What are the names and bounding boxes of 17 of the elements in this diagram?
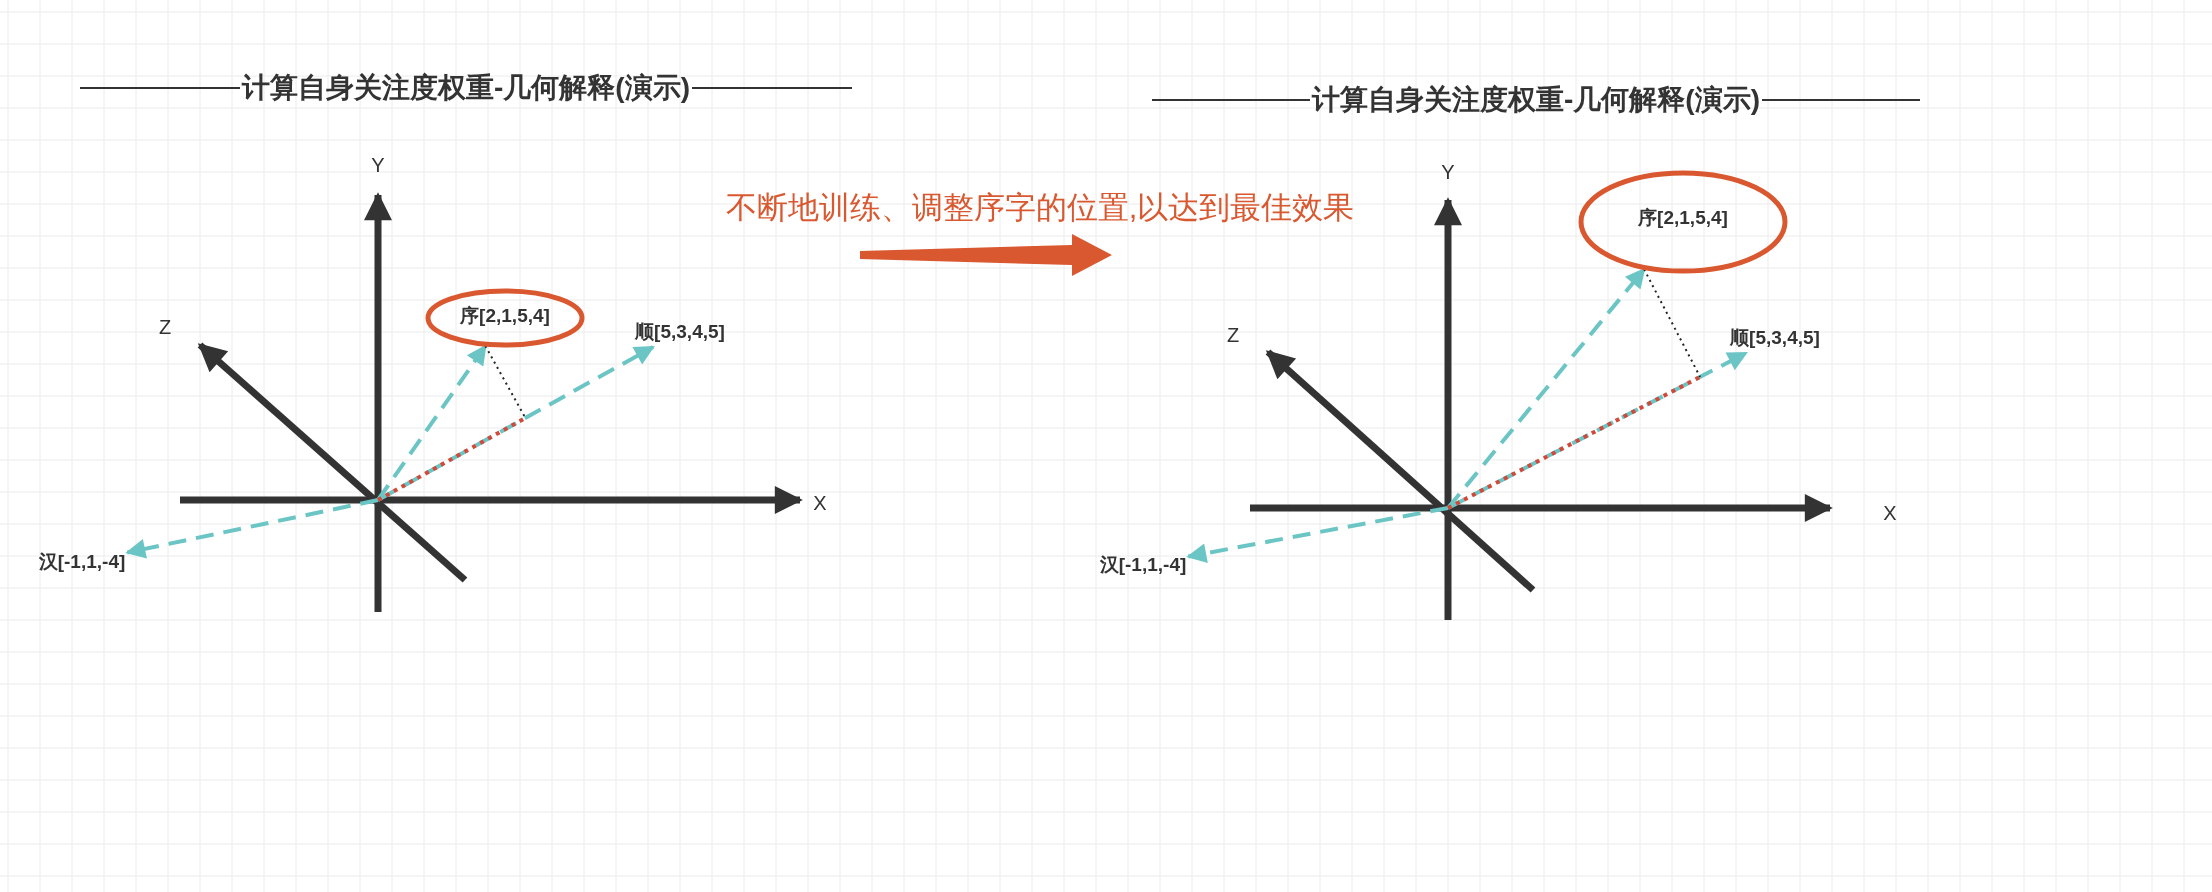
vector-label: 顺[5,3,4,5] — [633, 317, 727, 347]
vector-arrow — [1186, 506, 1449, 564]
axis-label: X — [1883, 501, 1897, 525]
vector-label: 序[2,1,5,4] — [460, 303, 550, 328]
axis-label: Y — [371, 153, 385, 177]
vector-label: 汉[-1,1,-4] — [36, 547, 128, 577]
vector-label: 顺[5,3,4,5] — [1728, 323, 1822, 353]
axis-label: X — [813, 491, 827, 515]
vector-label: 汉[-1,1,-4] — [1097, 550, 1189, 580]
axis-label: Z — [1226, 323, 1240, 347]
vector-label: 序[2,1,5,4] — [1638, 205, 1728, 230]
annotation-text: 不断地训练、调整序字的位置,以达到最佳效果 — [725, 189, 1355, 227]
panel-heading: 计算自身关注度权重-几何解释(演示) — [1310, 83, 1761, 117]
panel-heading: 计算自身关注度权重-几何解释(演示) — [240, 71, 691, 105]
axis-label: Z — [158, 315, 172, 339]
vector-arrow — [125, 498, 379, 559]
axis-label: Y — [1441, 160, 1455, 184]
